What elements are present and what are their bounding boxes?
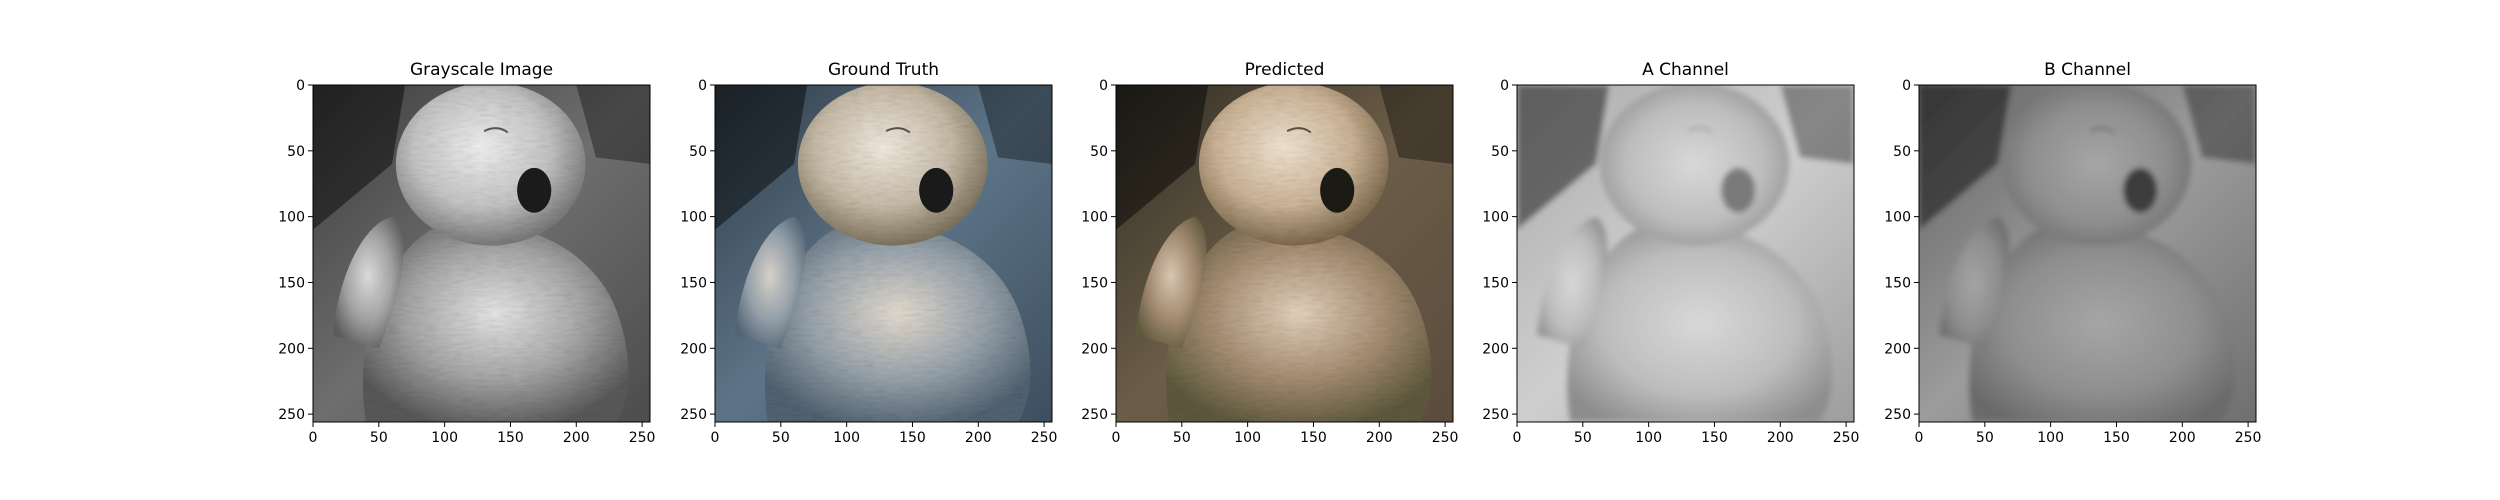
x-tick-label: 150 xyxy=(1300,430,1327,446)
x-tick-label: 50 xyxy=(1173,430,1191,446)
image-content xyxy=(1517,85,1854,422)
x-tick-label: 50 xyxy=(772,430,790,446)
y-tick-label: 0 xyxy=(1099,78,1108,94)
x-tick-label: 50 xyxy=(370,430,388,446)
y-tick-label: 200 xyxy=(680,341,707,357)
x-tick-label: 0 xyxy=(1513,430,1522,446)
image-content xyxy=(313,85,650,422)
y-tick-label: 150 xyxy=(1081,275,1108,291)
y-tick-label: 50 xyxy=(1090,144,1108,160)
axes-frame xyxy=(714,84,1053,423)
y-tick-label: 100 xyxy=(1884,210,1911,226)
x-tick-label: 0 xyxy=(1112,430,1121,446)
panel-title: B Channel xyxy=(2044,60,2131,80)
x-tick-label: 100 xyxy=(833,430,860,446)
x-tick-label: 150 xyxy=(497,430,524,446)
y-tick-label: 0 xyxy=(296,78,305,94)
x-tick-label: 250 xyxy=(1031,430,1058,446)
y-tick-label: 200 xyxy=(1884,341,1911,357)
y-tick-label: 50 xyxy=(1893,144,1911,160)
x-tick-label: 200 xyxy=(563,430,590,446)
y-tick-label: 200 xyxy=(278,341,305,357)
axes-frame xyxy=(1918,84,2257,423)
axes-frame xyxy=(1516,84,1855,423)
y-tick-label: 200 xyxy=(1081,341,1108,357)
x-tick-label: 250 xyxy=(1833,430,1860,446)
panel-title: Grayscale Image xyxy=(410,60,553,80)
y-tick-label: 150 xyxy=(278,275,305,291)
image-content xyxy=(715,85,1052,422)
x-tick-label: 150 xyxy=(899,430,926,446)
y-tick-label: 150 xyxy=(1482,275,1509,291)
panel-title: Predicted xyxy=(1245,60,1325,80)
x-tick-label: 100 xyxy=(1234,430,1261,446)
x-tick-label: 250 xyxy=(1432,430,1459,446)
image-content xyxy=(1116,85,1453,422)
x-tick-label: 200 xyxy=(2169,430,2196,446)
panel-title: A Channel xyxy=(1642,60,1729,80)
x-tick-label: 250 xyxy=(629,430,656,446)
x-tick-label: 200 xyxy=(965,430,992,446)
y-tick-label: 0 xyxy=(1500,78,1509,94)
x-tick-label: 100 xyxy=(1635,430,1662,446)
y-tick-label: 50 xyxy=(287,144,305,160)
x-tick-label: 0 xyxy=(711,430,720,446)
y-tick-label: 250 xyxy=(680,407,707,423)
y-tick-label: 100 xyxy=(1081,210,1108,226)
axes-frame xyxy=(312,84,651,423)
x-tick-label: 150 xyxy=(1701,430,1728,446)
y-tick-label: 250 xyxy=(278,407,305,423)
x-tick-label: 0 xyxy=(1915,430,1924,446)
y-tick-label: 250 xyxy=(1482,407,1509,423)
y-tick-label: 50 xyxy=(689,144,707,160)
image-content xyxy=(1919,85,2256,422)
y-tick-label: 250 xyxy=(1081,407,1108,423)
x-tick-label: 50 xyxy=(1976,430,1994,446)
y-tick-label: 100 xyxy=(278,210,305,226)
x-tick-label: 200 xyxy=(1366,430,1393,446)
y-tick-label: 100 xyxy=(1482,210,1509,226)
x-tick-label: 100 xyxy=(431,430,458,446)
y-tick-label: 50 xyxy=(1491,144,1509,160)
x-tick-label: 250 xyxy=(2235,430,2262,446)
y-tick-label: 150 xyxy=(680,275,707,291)
y-tick-label: 250 xyxy=(1884,407,1911,423)
x-tick-label: 200 xyxy=(1767,430,1794,446)
x-tick-label: 0 xyxy=(309,430,318,446)
y-tick-label: 150 xyxy=(1884,275,1911,291)
panel-title: Ground Truth xyxy=(828,60,939,80)
axes-frame xyxy=(1115,84,1454,423)
y-tick-label: 200 xyxy=(1482,341,1509,357)
y-tick-label: 0 xyxy=(698,78,707,94)
x-tick-label: 50 xyxy=(1574,430,1592,446)
x-tick-label: 100 xyxy=(2037,430,2064,446)
x-tick-label: 150 xyxy=(2103,430,2130,446)
y-tick-label: 0 xyxy=(1902,78,1911,94)
y-tick-label: 100 xyxy=(680,210,707,226)
